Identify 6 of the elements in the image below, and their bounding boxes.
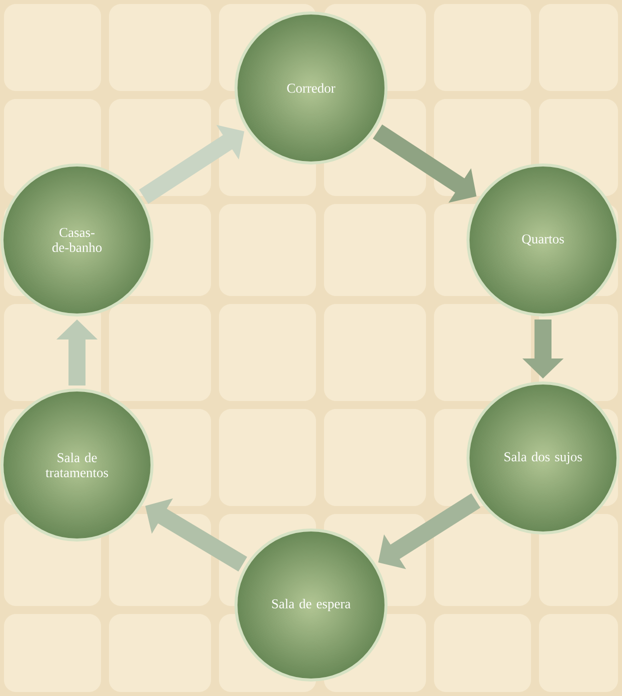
circle-node: Corredor	[234, 12, 388, 164]
circle-node: Sala dos sujos	[466, 382, 620, 534]
circle-node: Sala de tratamentos	[0, 388, 154, 542]
circle-node: Casas-de-banho	[0, 164, 154, 316]
circle-node: Quartos	[466, 164, 620, 316]
circle-node: Sala de espera	[234, 528, 388, 682]
